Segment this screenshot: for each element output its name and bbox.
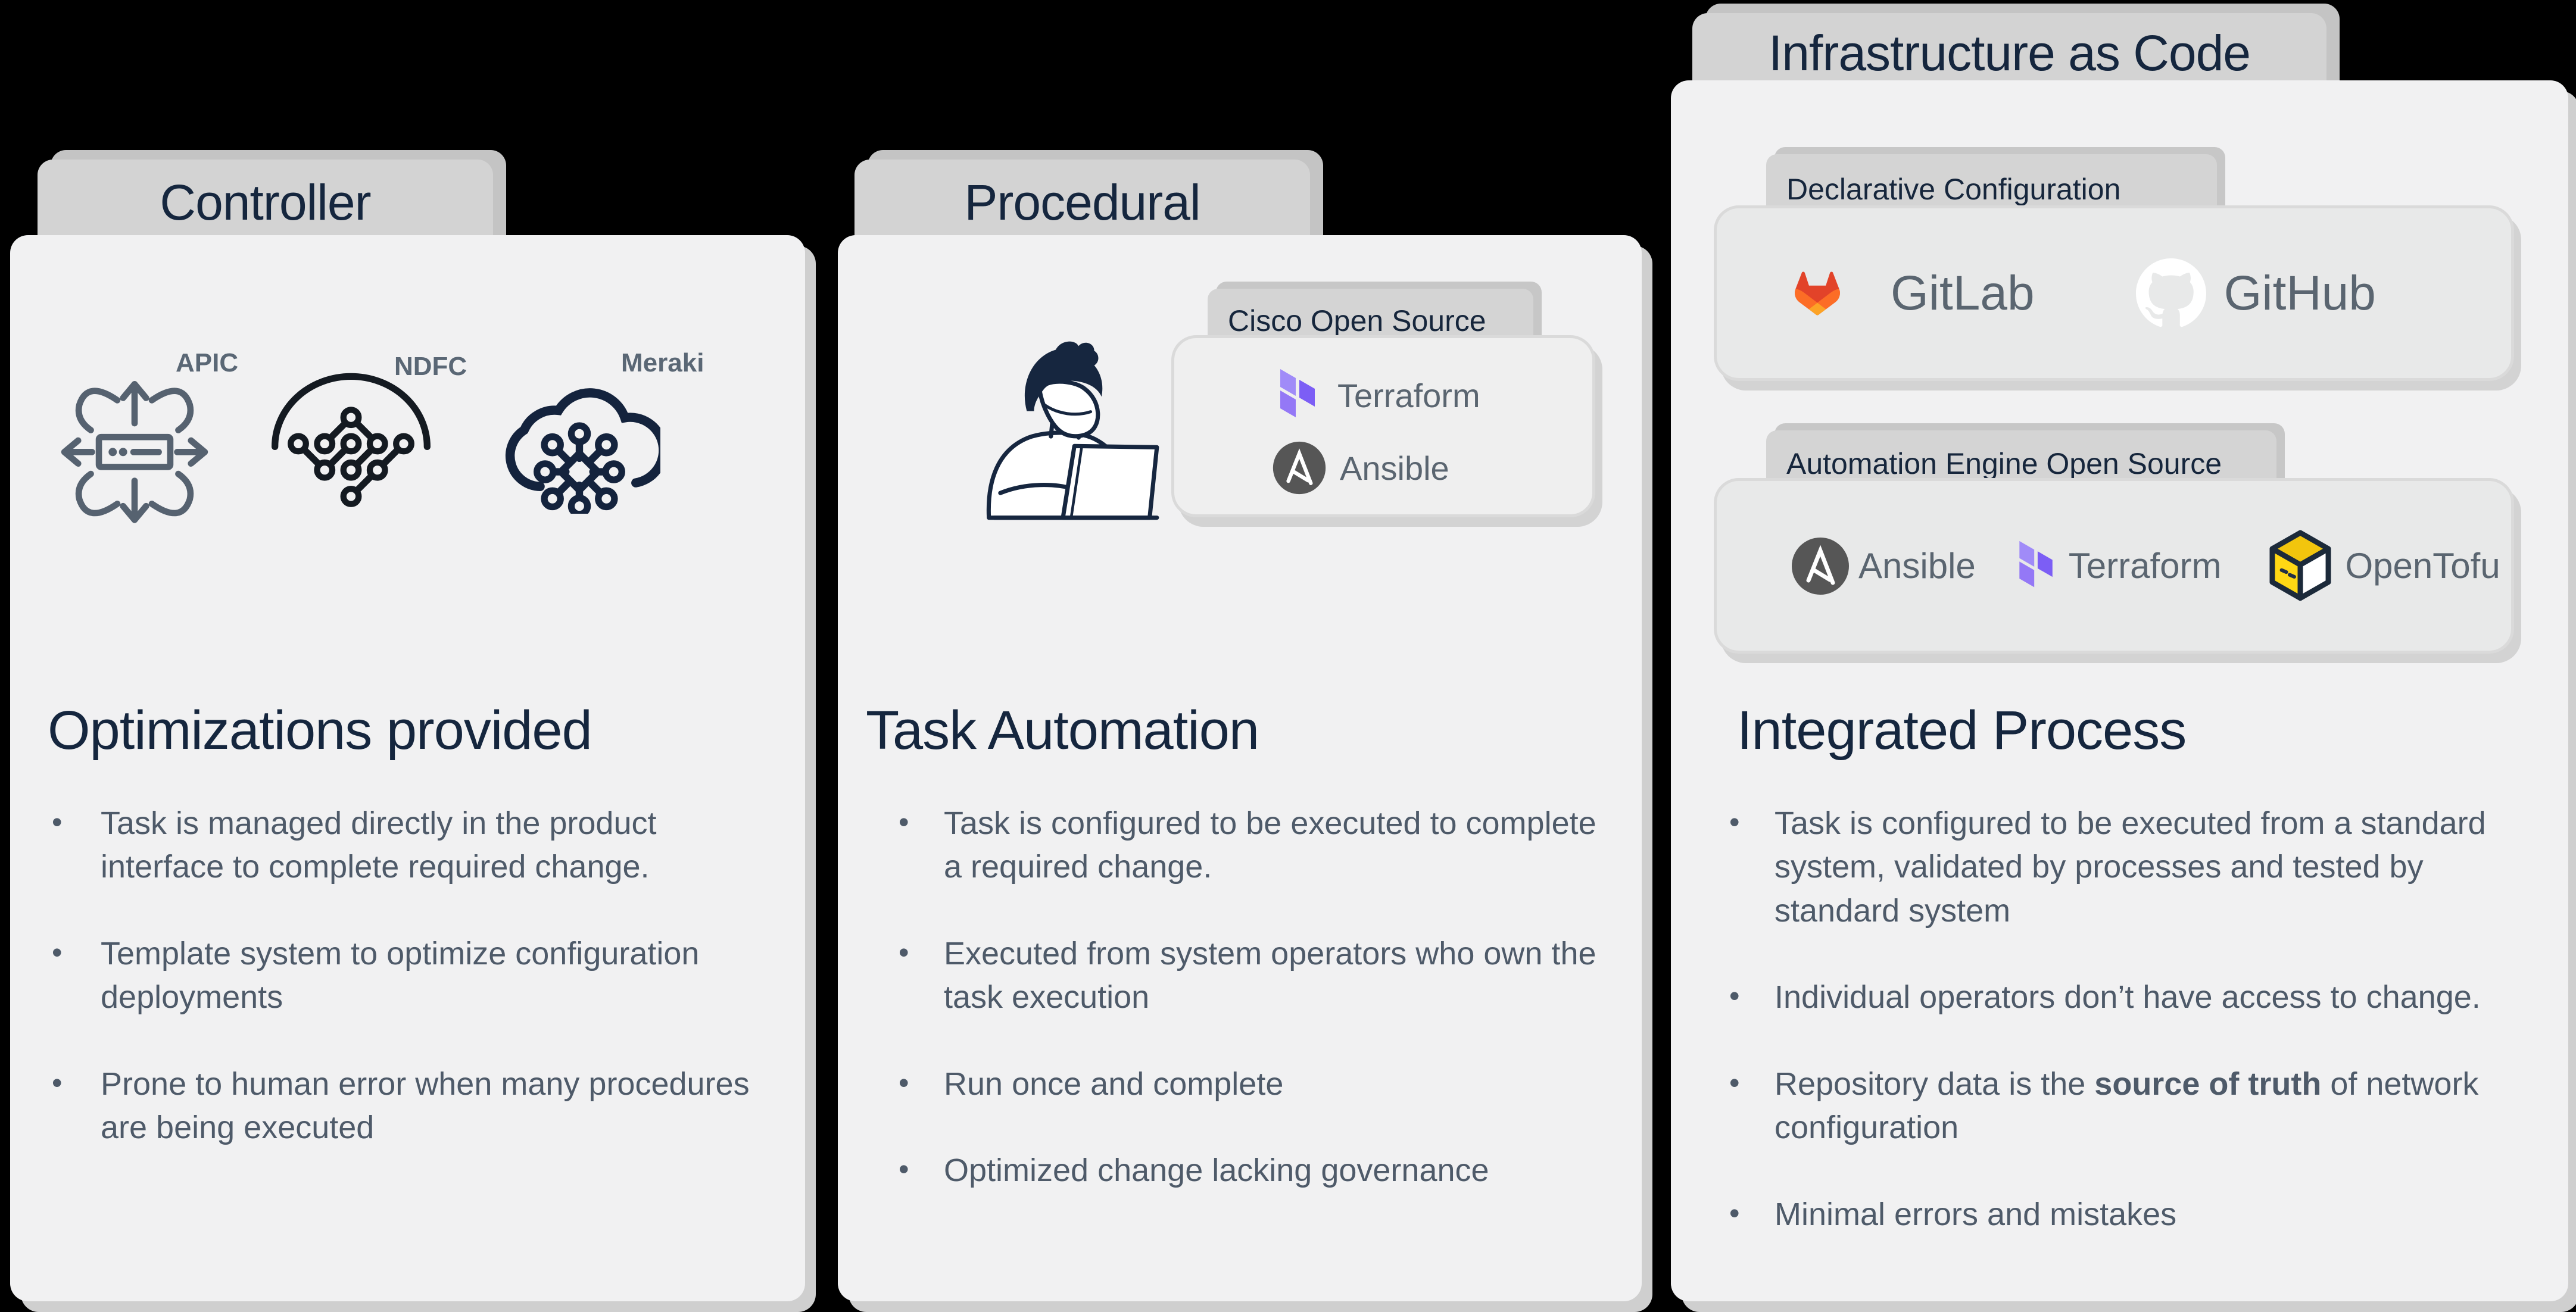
bullet-item: Individual operators don’t have access t… [1728,976,2535,1019]
ndfc-label: NDFC [394,352,467,381]
apic-label: APIC [176,348,239,377]
tab-procedural: Procedural [854,160,1310,249]
cisco-open-source-box: Terraform Ansible [1171,335,1595,517]
automation-engine-label: Automation Engine Open Source [1786,447,2222,480]
tab-controller-title: Controller [160,174,371,230]
ansible-label: Ansible [1340,449,1449,487]
operator-illustration-icon [986,341,1159,520]
terraform-label: Terraform [1337,376,1480,414]
panel-procedural: Cisco Open Source Terraform [838,235,1642,1301]
bullet-item: Executed from system operators who own t… [897,932,1611,1020]
terraform-row: Terraform [1274,368,1592,423]
ansible-icon [1792,537,1849,595]
tab-controller: Controller [38,160,493,249]
ndfc-icon [272,373,431,507]
panel-procedural-heading: Task Automation [866,700,1259,761]
panel-controller-heading: Optimizations provided [48,700,592,761]
iac-bullet-list: Task is configured to be executed from a… [1728,802,2535,1279]
automation-engine-box: Ansible Terraform [1714,478,2514,654]
github-label: GitHub [2223,265,2376,320]
terraform-label: Terraform [2068,546,2222,586]
bullet-item: Task is configured to be executed from a… [1728,802,2535,933]
bullet-item: Task is configured to be executed to com… [897,802,1611,889]
bullet-item: Prone to human error when many procedure… [51,1063,776,1150]
meraki-label: Meraki [621,348,704,377]
tab-procedural-title: Procedural [964,174,1200,230]
repo-tools-row: GitLab GitHub [1717,208,2511,378]
opentofu-label: OpenTofu [2345,546,2500,586]
panel-controller: APIC NDFC [10,235,805,1301]
opentofu-icon [2269,530,2331,601]
declarative-configuration-box: GitLab GitHub [1714,205,2514,381]
panel-infrastructure-as-code: Declarative Configuration GitLab GitHub … [1671,80,2568,1301]
ansible-row: Ansible [1272,441,1592,495]
terraform-icon [2019,541,2053,587]
apic-icon [61,380,208,523]
ansible-label: Ansible [1858,546,1976,586]
gitlab-label: GitLab [1891,265,2035,320]
panel-iac-heading: Integrated Process [1737,700,2187,761]
bullet-item: Run once and complete [897,1063,1611,1106]
github-icon [2135,258,2206,327]
engine-tools-row: Ansible Terraform [1717,481,2511,651]
declarative-configuration-label: Declarative Configuration [1786,173,2121,206]
hair-shape [1024,341,1103,411]
bullet-item: Task is managed directly in the product … [51,802,776,889]
ansible-icon [1273,441,1326,495]
meraki-icon [506,388,660,514]
terraform-icon [1280,369,1315,417]
bullet-item: Template system to optimize configuratio… [51,932,776,1020]
bullet-item: Optimized change lacking governance [897,1149,1611,1192]
controller-bullet-list: Task is managed directly in the product … [51,802,776,1193]
bullet-item: Repository data is the source of truth o… [1728,1063,2535,1150]
bullet-item: Minimal errors and mistakes [1728,1193,2535,1236]
procedural-bullet-list: Task is configured to be executed to com… [897,802,1611,1236]
tab-iac-title: Infrastructure as Code [1768,24,2251,81]
gitlab-icon [1795,271,1840,315]
cisco-open-source-label: Cisco Open Source [1228,304,1486,338]
